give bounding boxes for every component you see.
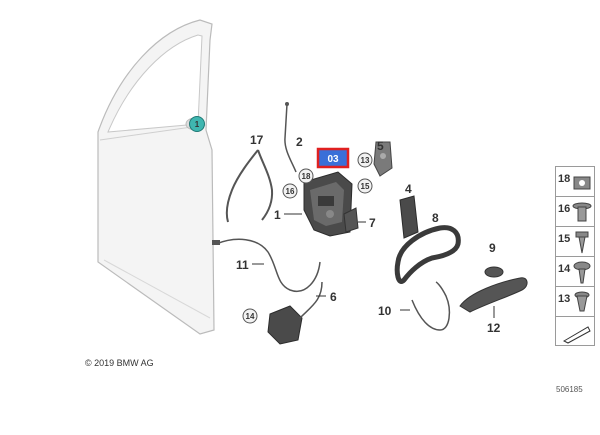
wedge-tool-icon: [562, 326, 591, 344]
callout-11[interactable]: 11: [236, 258, 249, 272]
lock-part-14: [267, 305, 303, 345]
diagram-id: 506185: [556, 385, 583, 394]
callout-6[interactable]: 6: [330, 290, 337, 304]
legend-item-15[interactable]: 15: [555, 226, 595, 256]
door-lock-part-1: [303, 171, 353, 237]
callout-14[interactable]: 14: [242, 308, 258, 324]
highlight-03[interactable]: 03: [316, 147, 350, 169]
door-handle-part-12: [459, 277, 528, 313]
svg-text:15: 15: [361, 182, 370, 191]
callout-16[interactable]: 16: [282, 183, 298, 199]
legend-item-13[interactable]: 13: [555, 286, 595, 316]
svg-text:18: 18: [302, 172, 311, 181]
copyright-text: © 2019 BMW AG: [85, 358, 154, 368]
legend-item-16[interactable]: 16: [555, 196, 595, 226]
striker-part-5: [373, 141, 393, 177]
nut-icon: [573, 176, 591, 190]
callout-5[interactable]: 5: [377, 139, 384, 153]
cable-6: [299, 281, 323, 319]
cap-part-9: [484, 266, 504, 278]
bracket-7: [343, 207, 359, 233]
callout-12[interactable]: 12: [487, 321, 501, 335]
callout-13[interactable]: 13: [357, 152, 373, 168]
bracket-part-4: [399, 195, 419, 239]
callout-03-label: 03: [327, 154, 339, 165]
front-door-illustration: [97, 19, 215, 335]
legend-item-14[interactable]: 14: [555, 256, 595, 286]
rod-17: [225, 149, 274, 223]
callout-9[interactable]: 9: [489, 241, 496, 255]
callout-4[interactable]: 4: [405, 182, 412, 196]
callout-15[interactable]: 15: [357, 178, 373, 194]
self-tapping-screw-icon: [575, 231, 589, 254]
handle-carrier-part-8: [394, 225, 461, 284]
bowden-cable-11: [212, 238, 321, 293]
callout-1[interactable]: 1: [274, 208, 281, 222]
svg-text:14: 14: [246, 312, 255, 321]
callout-17[interactable]: 17: [250, 133, 264, 147]
callout-1-door-label: 1: [195, 120, 200, 129]
fillister-screw-icon: [573, 261, 591, 284]
legend-item-18[interactable]: 18: [555, 166, 595, 196]
flange-screw-icon: [572, 202, 592, 222]
callout-8[interactable]: 8: [432, 211, 439, 225]
legend-item-tool[interactable]: [555, 316, 595, 346]
bowden-cable-10: [411, 281, 451, 331]
svg-text:16: 16: [286, 187, 295, 196]
plug-screw-icon: [574, 291, 590, 312]
cable-2: [284, 102, 297, 173]
callout-2[interactable]: 2: [296, 135, 303, 149]
svg-text:13: 13: [361, 156, 370, 165]
callout-10[interactable]: 10: [378, 304, 392, 318]
callout-7[interactable]: 7: [369, 216, 376, 230]
fastener-legend: 18 16 15 14 13: [555, 166, 595, 346]
callout-1-door[interactable]: 1: [189, 116, 205, 132]
callout-18[interactable]: 18: [298, 168, 314, 184]
